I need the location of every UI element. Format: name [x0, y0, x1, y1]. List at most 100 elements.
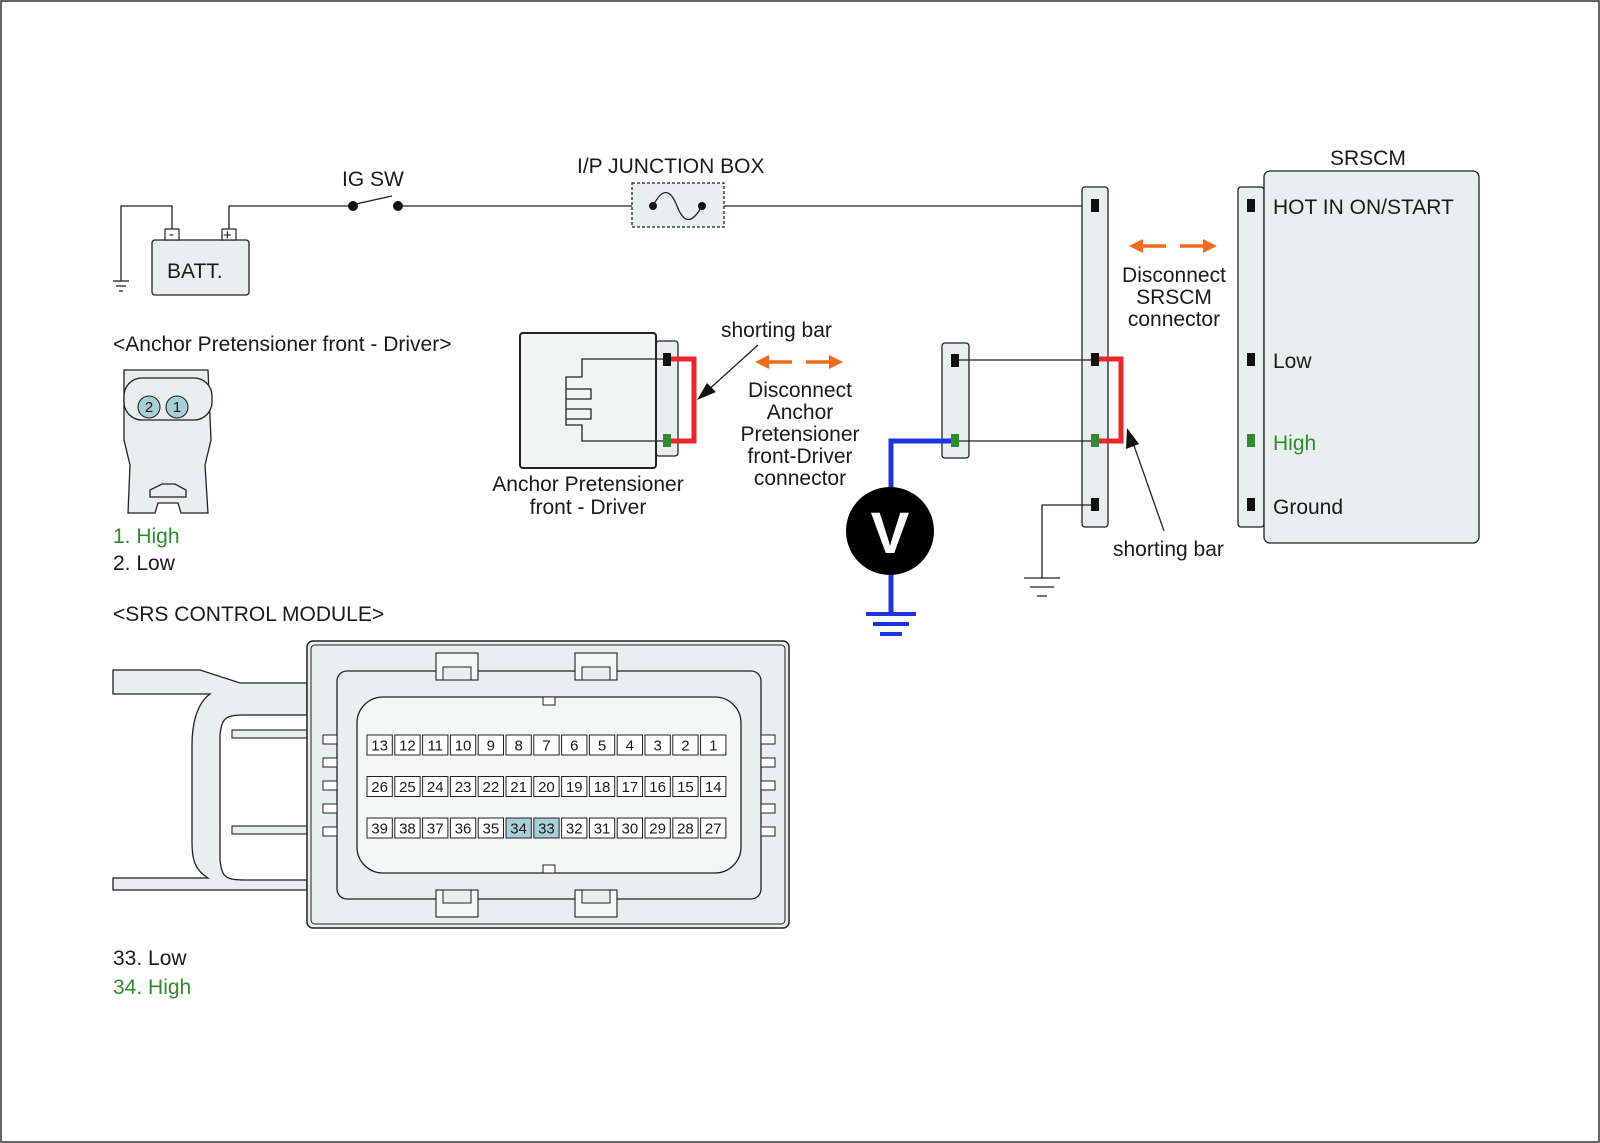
disconnect-anchor-arrow-icon [755, 355, 843, 369]
srs-pin-cell-10 [449, 734, 477, 756]
shorting-bar-arrow-bottom-icon [1126, 428, 1165, 532]
fuse-icon [631, 182, 725, 228]
anchor-connector-title: <Anchor Pretensioner front - Driver> [113, 333, 451, 356]
srs-pin-label-10: 10 [455, 738, 472, 755]
srs-pin-label-31: 31 [594, 821, 611, 838]
srs-pin-cell-18 [588, 776, 616, 797]
srs-pin-cell-38 [394, 817, 421, 839]
srs-pin-cell-26 [366, 776, 393, 797]
srs-pin-cell-34 [505, 817, 532, 839]
ig-sw-label: IG SW [342, 168, 404, 191]
anchor-legend-1: 1. High [113, 525, 180, 548]
srs-pin-label-24: 24 [427, 779, 444, 796]
srs-pin-label-3: 3 [653, 738, 661, 755]
srscm-pin-high: High [1273, 432, 1316, 455]
shorting-bar-harness [1099, 356, 1124, 444]
srs-pin-cell-32 [561, 817, 588, 839]
srscm-pin-low: Low [1273, 350, 1312, 373]
srs-pin-label-8: 8 [514, 738, 522, 755]
srs-pin-label-7: 7 [542, 738, 550, 755]
srs-pin-cell-7 [533, 734, 560, 756]
srs-pin-label-37: 37 [427, 821, 444, 838]
srs-pin-cell-39 [366, 817, 393, 839]
srs-pin-cell-24 [422, 776, 449, 797]
srs-pin-cell-15 [672, 776, 699, 797]
srs-pin-cell-4 [616, 734, 644, 756]
svg-text:Pretensioner: Pretensioner [740, 423, 859, 446]
voltmeter-ground-icon [866, 612, 916, 636]
svg-text:front - Driver: front - Driver [530, 496, 647, 519]
srs-pin-cell-1 [700, 734, 727, 756]
anchor-harness-connector [941, 342, 970, 459]
shorting-bar-anchor [671, 356, 697, 444]
srs-pin-cell-9 [477, 734, 505, 756]
srs-pin-cell-13 [366, 734, 393, 756]
srs-pin-label-11: 11 [427, 738, 443, 755]
srs-pin-cell-25 [394, 776, 421, 797]
srs-pin-label-16: 16 [649, 779, 666, 796]
srs-pin-label-20: 20 [538, 779, 555, 796]
srs-pin-label-2: 2 [681, 738, 689, 755]
svg-text:Disconnect: Disconnect [748, 379, 852, 402]
anchor-legend-2: 2. Low [113, 552, 176, 575]
srs-pin-label-26: 26 [371, 779, 388, 796]
srs-legend-33: 33. Low [113, 947, 187, 970]
srs-pin-label-39: 39 [371, 821, 388, 838]
disconnect-srscm-arrow-icon [1129, 239, 1217, 253]
srs-pin-label-23: 23 [455, 779, 472, 796]
srs-pin-cell-11 [422, 734, 449, 756]
srs-pin-label-32: 32 [566, 821, 583, 838]
srs-pin-label-5: 5 [598, 738, 606, 755]
srs-pin-label-30: 30 [622, 821, 639, 838]
srs-pin-label-1: 1 [709, 738, 717, 755]
srs-pin-label-35: 35 [483, 821, 500, 838]
srs-pin-label-27: 27 [705, 821, 722, 838]
srs-pin-cell-35 [477, 817, 505, 839]
anchor-pin-2 [137, 395, 161, 419]
srs-pin-label-19: 19 [566, 779, 583, 796]
anchor-connector-face: 2 1 [123, 369, 213, 514]
srs-pin-cell-29 [644, 817, 671, 839]
srs-pin-cell-12 [394, 734, 421, 756]
srs-legend-34: 34. High [113, 976, 191, 999]
srs-pin-cell-20 [533, 776, 560, 797]
srs-pin-cell-6 [561, 734, 588, 756]
srs-pin-label-9: 9 [487, 738, 495, 755]
srs-pin-label-21: 21 [510, 779, 527, 796]
srs-pin-label-15: 15 [677, 779, 694, 796]
srs-pin-label-17: 17 [622, 779, 639, 796]
battery-plus: + [223, 227, 232, 244]
srs-pin-label-34: 34 [510, 821, 527, 838]
harness-ground-icon [1024, 577, 1060, 597]
srscm-module [1263, 170, 1480, 544]
srs-pin-cell-2 [672, 734, 699, 756]
srs-pin-label-12: 12 [399, 738, 416, 755]
svg-text:2: 2 [145, 399, 153, 416]
srs-pin-cell-21 [505, 776, 532, 797]
svg-text:front-Driver: front-Driver [747, 445, 852, 468]
srscm-title: SRSCM [1330, 147, 1406, 170]
srs-pin-label-4: 4 [626, 738, 634, 755]
anchor-pin-1 [165, 395, 189, 419]
battery-minus: - [169, 226, 174, 243]
junction-box-label: I/P JUNCTION BOX [577, 155, 764, 178]
srs-pin-label-28: 28 [677, 821, 694, 838]
srs-pin-cell-5 [588, 734, 616, 756]
srs-pin-label-22: 22 [483, 779, 500, 796]
svg-text:SRSCM: SRSCM [1136, 286, 1212, 309]
srs-pin-cell-22 [477, 776, 505, 797]
srs-pin-label-25: 25 [399, 779, 416, 796]
anchor-pretensioner-component [519, 332, 679, 469]
svg-text:connector: connector [754, 467, 846, 490]
srs-pin-cell-27 [700, 817, 727, 839]
srs-pin-cell-3 [644, 734, 671, 756]
battery: - + BATT. [151, 226, 250, 296]
svg-text:Disconnect: Disconnect [1122, 264, 1226, 287]
disconnect-anchor-label: Disconnect Anchor Pretensioner front-Dri… [740, 379, 859, 490]
battery-label: BATT. [167, 260, 223, 283]
srs-pin-cell-19 [561, 776, 588, 797]
srs-pin-label-14: 14 [705, 779, 722, 796]
srs-pin-label-6: 6 [570, 738, 578, 755]
